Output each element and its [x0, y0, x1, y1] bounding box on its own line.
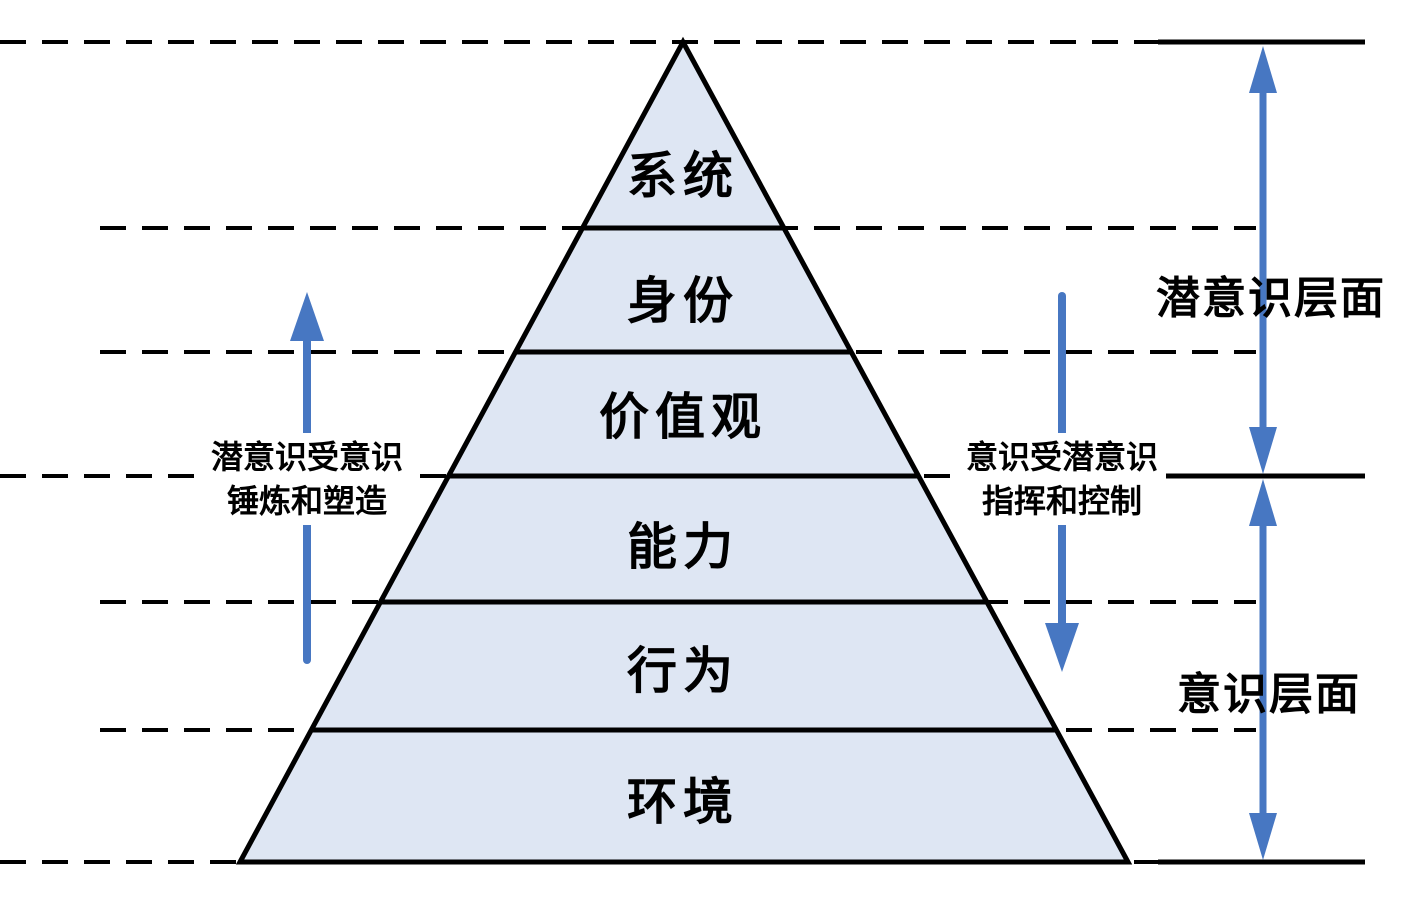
left-note-line2: 锤炼和塑造: [226, 483, 388, 519]
solid-boundary-segments: [1158, 39, 1365, 865]
pyramid-level-dividers: [310, 225, 1058, 733]
range-arrowhead-up: [1249, 479, 1277, 526]
level-label-values: 价值观: [599, 389, 767, 445]
subconscious-range-arrow: [1249, 46, 1277, 474]
range-arrowhead-down: [1249, 427, 1277, 474]
up-arrowhead: [290, 292, 324, 341]
level-label-environment: 环境: [627, 774, 739, 830]
level-label-capability: 能力: [627, 519, 739, 575]
level-label-behavior: 行为: [627, 643, 739, 699]
down-arrowhead: [1045, 623, 1079, 672]
range-arrowhead-up: [1249, 46, 1277, 93]
left-note-line1: 潜意识受意识: [210, 439, 404, 475]
conscious-range-arrow: [1249, 479, 1277, 860]
right-note: 意识受潜意识 指挥和控制: [957, 433, 1167, 525]
zone-label-conscious: 意识层面: [1177, 670, 1361, 719]
right-note-line1: 意识受潜意识: [965, 439, 1159, 475]
left-note: 潜意识受意识 锤炼和塑造: [202, 433, 412, 525]
range-arrowhead-down: [1249, 813, 1277, 860]
level-label-system: 系统: [627, 148, 739, 204]
pyramid-shape: [235, 36, 1133, 865]
zone-label-subconscious: 潜意识层面: [1156, 274, 1386, 323]
level-label-identity: 身份: [627, 273, 739, 329]
right-note-line2: 指挥和控制: [981, 483, 1143, 519]
